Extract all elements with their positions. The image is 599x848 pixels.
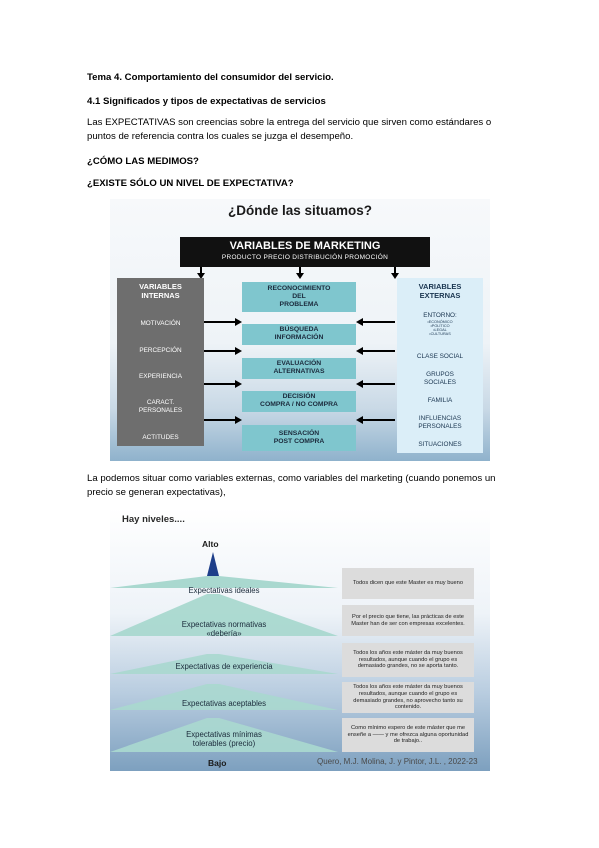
step-decision: DECISIÓN COMPRA / NO COMPRA (242, 391, 356, 412)
marketing-variables-box: VARIABLES DE MARKETING PRODUCTO PRECIO D… (180, 237, 430, 267)
marketing-title: VARIABLES DE MARKETING (229, 240, 381, 252)
consumer-decision-diagram: ¿Dónde las situamos? VARIABLES DE MARKET… (110, 199, 490, 461)
external-title-line: VARIABLES (418, 282, 462, 291)
marketing-items: PRODUCTO PRECIO DISTRIBUCIÓN PROMOCIÓN (221, 254, 389, 261)
step-line: PROBLEMA (279, 301, 319, 308)
external-item: GRUPOS (426, 371, 454, 378)
external-item: INFLUENCIAS (418, 415, 462, 422)
internal-title-line: INTERNAS (141, 291, 180, 300)
bottom-label: Bajo (208, 758, 227, 768)
tier-label: Expectativas mínimas tolerables (precio) (110, 730, 338, 748)
down-arrow (391, 267, 399, 279)
pyramid-apex (207, 552, 219, 576)
levels-title: Hay niveles.... (122, 514, 185, 525)
internal-variables-panel: VARIABLES INTERNAS MOTIVACIÓN PERCEPCIÓN… (117, 278, 204, 446)
tier-label-line: tolerables (precio) (192, 739, 256, 748)
external-entorno-item: •CULTURAS (429, 332, 451, 336)
step-evaluation: EVALUACIÓN ALTERNATIVAS (242, 358, 356, 379)
tier-label: Expectativas aceptables (110, 699, 338, 708)
paragraph-line: puntos de referencia contra los cuales s… (87, 131, 354, 142)
right-arrow (204, 380, 242, 388)
example-note: Todos los años este máster da muy buenos… (342, 682, 474, 713)
paragraph-line: La podemos situar como variables externa… (87, 473, 496, 484)
step-line: INFORMACIÓN (274, 334, 324, 341)
left-arrow (356, 318, 395, 326)
citation: Quero, M.J. Molina, J. y Pintor, J.L. , … (317, 757, 478, 766)
example-note: Todos los años este máster da muy buenos… (342, 643, 474, 677)
tier-label: Expectativas normativas «debería» (110, 620, 338, 638)
paragraph-line: Las EXPECTATIVAS son creencias sobre la … (87, 117, 492, 128)
internal-item: PERCEPCIÓN (139, 347, 182, 354)
paragraph-line: precio se generan expectativas), (87, 487, 226, 498)
external-variables-panel: VARIABLES EXTERNAS ENTORNO: •ECONÓMICO •… (397, 278, 483, 453)
internal-item: CARACT. (146, 399, 175, 406)
step-line: POST COMPRA (273, 438, 325, 445)
right-arrow (204, 347, 242, 355)
paragraph-external: La podemos situar como variables externa… (87, 472, 512, 500)
step-line: DEL (292, 293, 306, 300)
tier-label-line: Expectativas normativas (181, 620, 267, 629)
internal-item: ACTITUDES (142, 434, 179, 441)
right-arrow (204, 416, 242, 424)
external-item: PERSONALES (418, 423, 462, 430)
example-note: Por el precio que tiene, las prácticas d… (342, 605, 474, 636)
external-item: SITUACIONES (418, 441, 462, 448)
step-post-purchase: SENSACIÓN POST COMPRA (242, 425, 356, 451)
paragraph-definition: Las EXPECTATIVAS son creencias sobre la … (87, 116, 512, 144)
internal-item: PERSONALES (138, 407, 183, 414)
internal-title: VARIABLES INTERNAS (117, 282, 204, 300)
step-line: DECISIÓN (282, 393, 316, 400)
step-line: SENSACIÓN (278, 430, 320, 437)
internal-title-line: VARIABLES (139, 282, 182, 291)
tier-label-line: Expectativas ideales (188, 586, 260, 595)
internal-item: MOTIVACIÓN (140, 320, 181, 327)
left-arrow (356, 347, 395, 355)
step-problem-recognition: RECONOCIMIENTO DEL PROBLEMA (242, 282, 356, 312)
left-arrow (356, 416, 395, 424)
pyramid-tier-1 (110, 576, 338, 588)
tier-label-line: Expectativas de experiencia (175, 662, 273, 671)
step-line: RECONOCIMIENTO (267, 285, 331, 292)
section-subheading: 4.1 Significados y tipos de expectativas… (87, 96, 326, 107)
pyramid-tier-5 (110, 718, 338, 752)
internal-item: EXPERIENCIA (139, 373, 182, 380)
diagram-title: ¿Dónde las situamos? (227, 203, 373, 218)
external-item: FAMILIA (427, 397, 453, 404)
question-levels: ¿EXISTE SÓLO UN NIVEL DE EXPECTATIVA? (87, 178, 294, 189)
down-arrow (296, 267, 304, 279)
pyramid-tier-4 (110, 684, 338, 710)
tier-label-line: Expectativas mínimas (186, 730, 262, 739)
question-measure: ¿CÓMO LAS MEDIMOS? (87, 156, 199, 167)
left-arrow (356, 380, 395, 388)
tier-label: Expectativas ideales (110, 586, 338, 595)
external-entorno-item: •ECONÓMICO (427, 320, 453, 324)
external-entorno: ENTORNO: (423, 312, 457, 319)
step-line: EVALUACIÓN (276, 360, 322, 367)
tier-label: Expectativas de experiencia (110, 662, 338, 671)
expectation-levels-diagram: Hay niveles.... Alto Expectativas ideale… (110, 508, 490, 771)
example-note: Como mínimo espero de este máster que me… (342, 718, 474, 752)
step-line: ALTERNATIVAS (273, 368, 325, 375)
external-item: SOCIALES (424, 379, 456, 386)
external-entorno-item: •POLÍTICO (430, 324, 450, 328)
top-label: Alto (202, 539, 219, 549)
document-heading: Tema 4. Comportamiento del consumidor de… (87, 72, 334, 83)
step-information-search: BÚSQUEDA INFORMACIÓN (242, 324, 356, 345)
right-arrow (204, 318, 242, 326)
external-entorno-item: •LEGAL (433, 328, 447, 332)
external-title-line: EXTERNAS (419, 291, 461, 300)
pyramid-tier-2 (110, 594, 338, 636)
external-item: CLASE SOCIAL (416, 353, 464, 360)
step-line: COMPRA / NO COMPRA (260, 401, 338, 408)
down-arrow (197, 267, 205, 279)
step-line: BÚSQUEDA (279, 326, 319, 333)
pyramid-tier-3 (110, 654, 338, 674)
tier-label-line: «debería» (206, 629, 242, 638)
tier-label-line: Expectativas aceptables (181, 699, 267, 708)
pyramid (110, 552, 338, 752)
external-title: VARIABLES EXTERNAS (397, 282, 483, 300)
example-note: Todos dicen que este Master es muy bueno (342, 568, 474, 599)
